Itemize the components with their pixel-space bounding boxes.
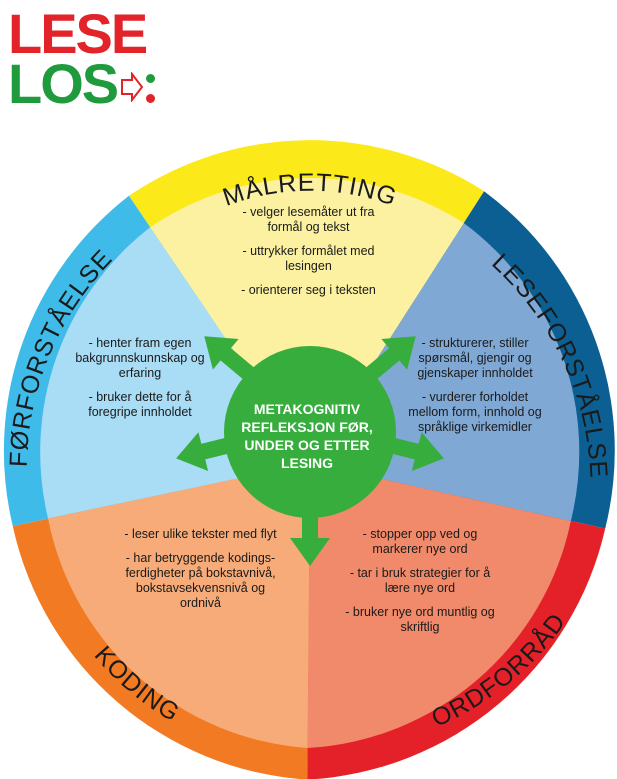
inner-sector-bottom-left	[48, 463, 310, 748]
logo-line-1: LESE	[8, 2, 148, 65]
segment-right-item: - strukturerer, stiller spørsmål, gjengi…	[417, 336, 533, 380]
segment-text-bottom-right: - stopper opp ved og markerer nye ord - …	[340, 527, 500, 644]
segment-left-item: - bruker dette for å foregripe innholdet	[88, 390, 192, 419]
segment-text-top: - velger lesemåter ut fra formål og teks…	[236, 205, 381, 307]
center-label: METAKOGNITIV REFLEKSJON FØR, UNDER OG ET…	[241, 401, 373, 471]
logo-line-2: LOS	[8, 52, 119, 115]
center-circle	[224, 346, 396, 518]
segment-left-item: - henter fram egen bakgrunnskunnskap og …	[75, 336, 205, 380]
segment-bottom-left-item: - leser ulike tekster med flyt	[124, 527, 277, 541]
leselos-logo: LESE LOS	[8, 2, 158, 115]
segment-right-item: - vurderer forholdet mellom form, innhol…	[408, 390, 542, 434]
logo-dot-green	[146, 74, 155, 83]
segment-top-item: - orienterer seg i teksten	[241, 283, 376, 297]
segment-top-item: - velger lesemåter ut fra formål og teks…	[242, 205, 375, 234]
segment-top-item: - uttrykker formålet med lesingen	[242, 244, 375, 273]
logo-arrow-icon	[121, 72, 144, 102]
segment-text-right: - strukturerer, stiller spørsmål, gjengi…	[400, 336, 550, 444]
inner-sector-bottom-right	[307, 463, 571, 748]
logo-dot-red	[146, 94, 155, 103]
segment-text-bottom-left: - leser ulike tekster med flyt - har bet…	[118, 527, 283, 620]
inner-sector-top	[150, 178, 464, 463]
segment-text-left: - henter fram egen bakgrunnskunnskap og …	[70, 336, 210, 429]
segment-bottom-left-item: - har betryggende kodings-ferdigheter på…	[125, 551, 276, 610]
segment-bottom-right-item: - bruker nye ord muntlig og skriftlig	[345, 605, 495, 634]
segment-bottom-right-item: - tar i bruk strategier for å lære nye o…	[349, 566, 491, 595]
segment-bottom-right-item: - stopper opp ved og markerer nye ord	[362, 527, 478, 556]
